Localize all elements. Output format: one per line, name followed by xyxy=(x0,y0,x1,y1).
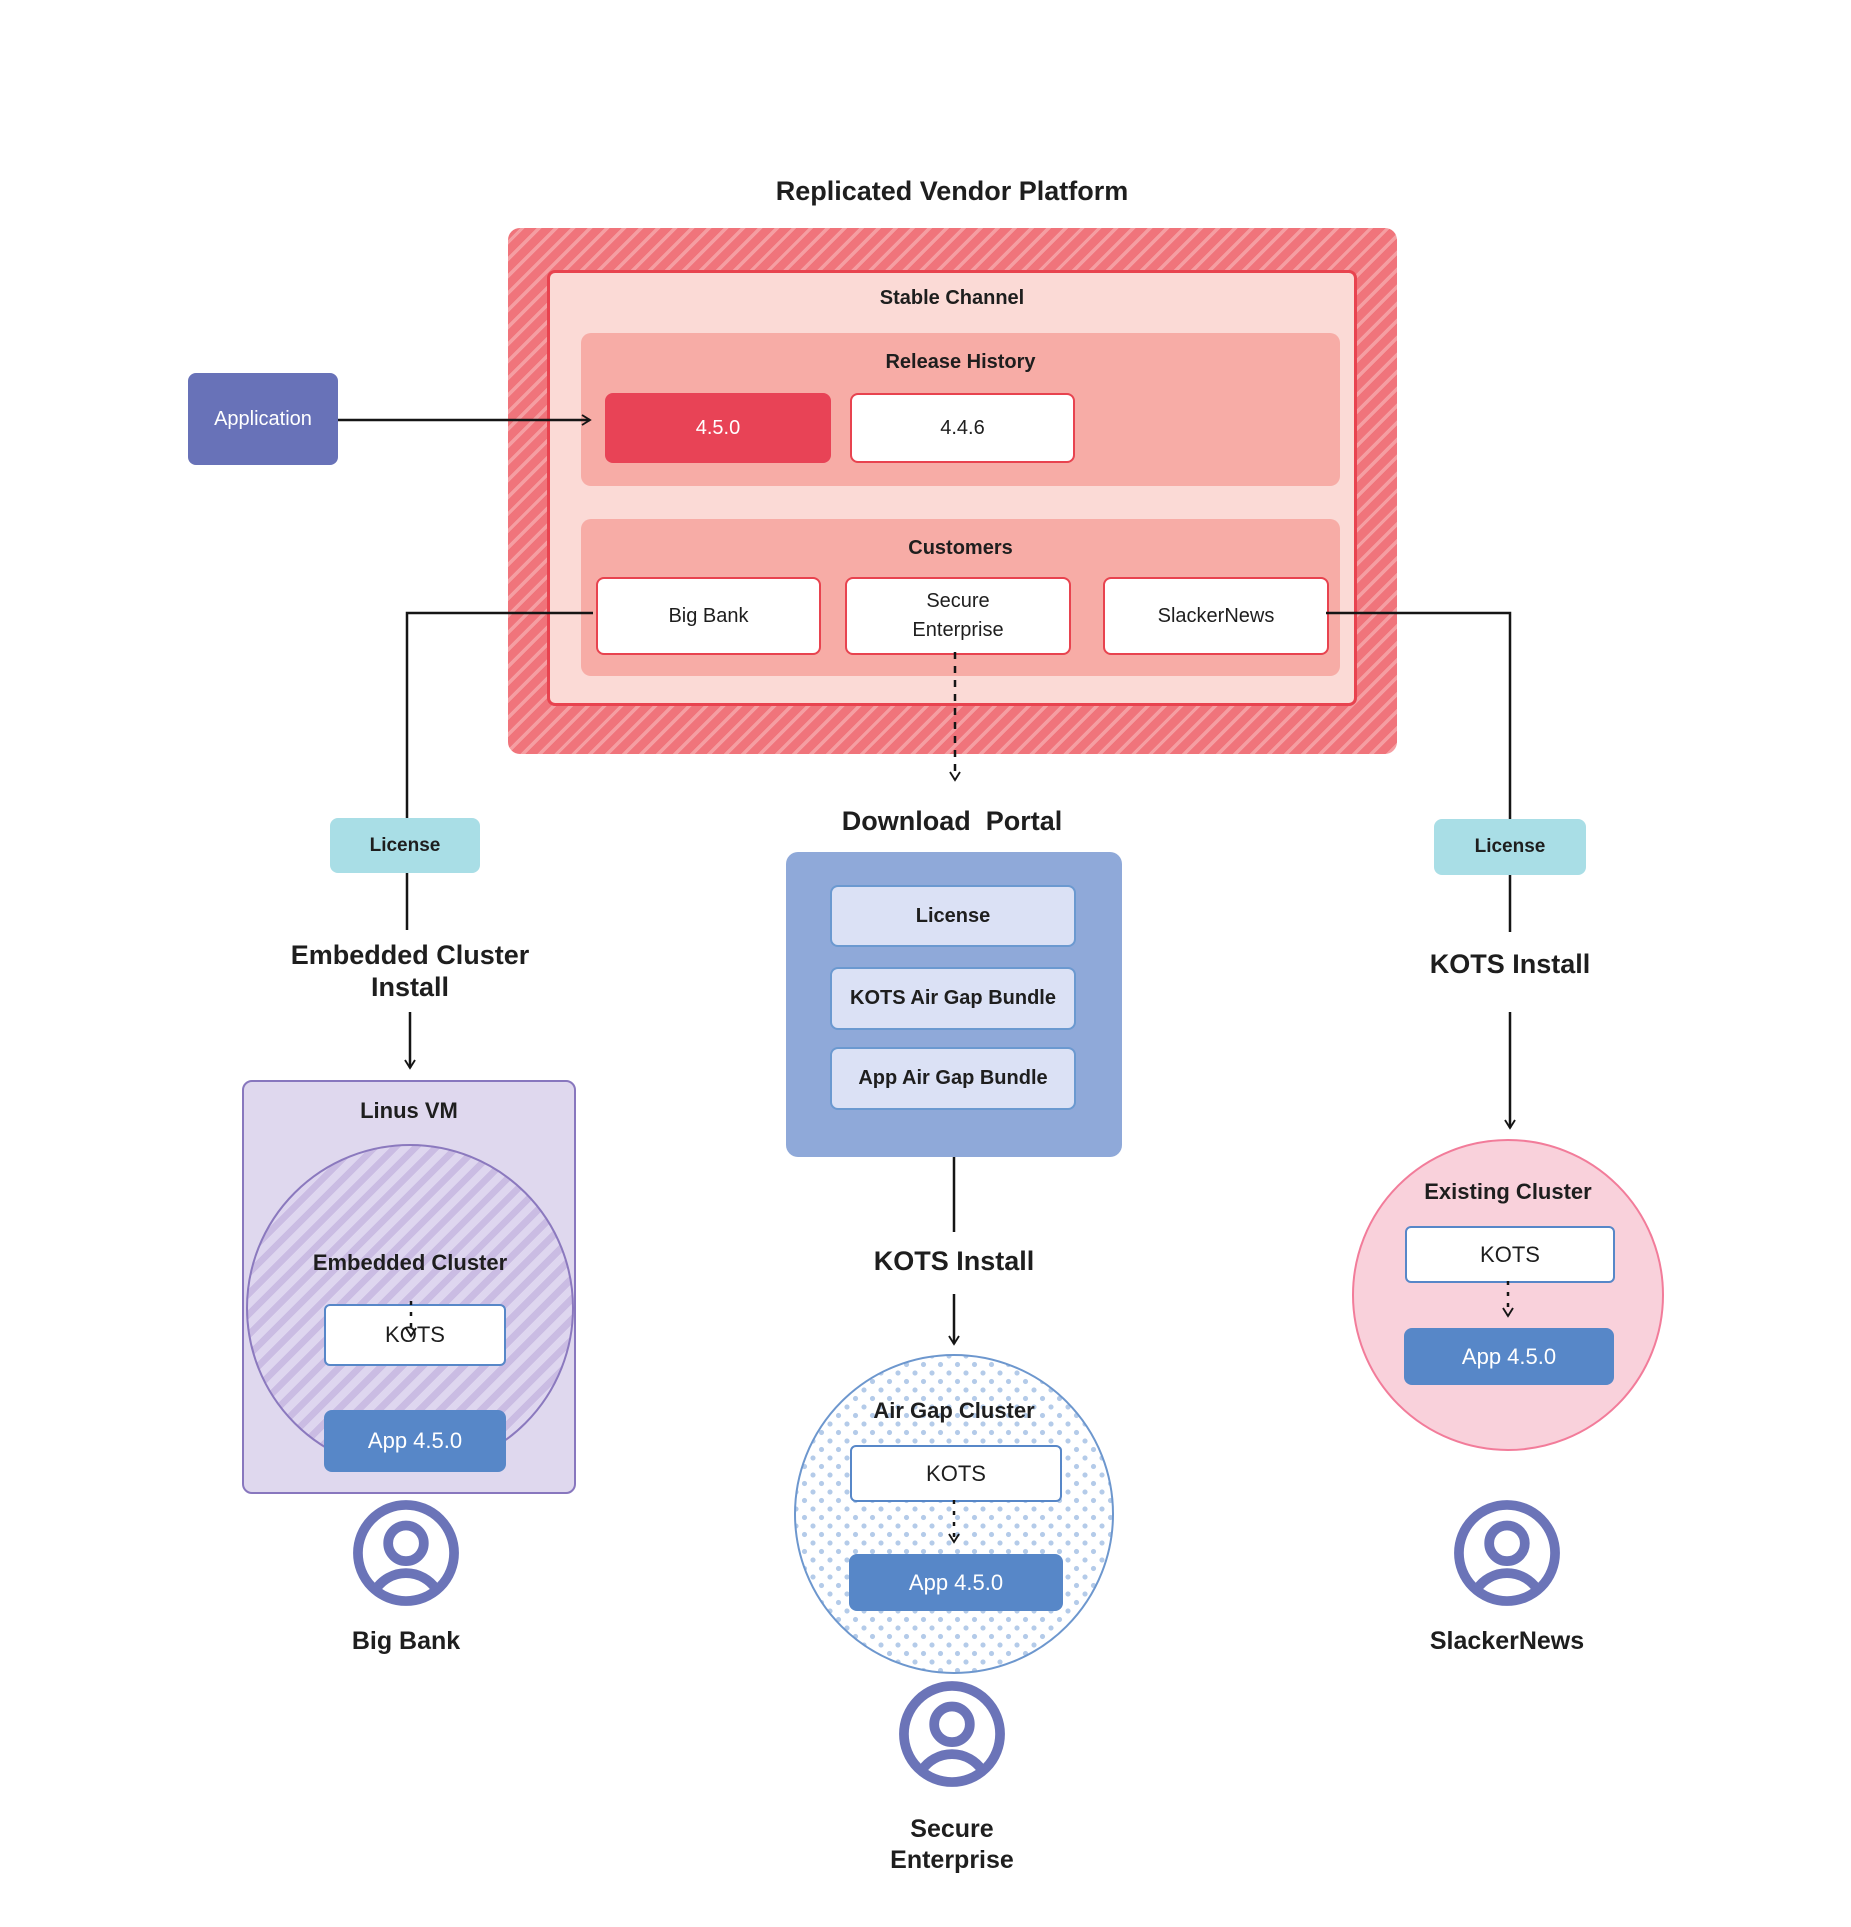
install-method-slackernews: KOTS Install xyxy=(1429,949,1591,979)
diagram-title: Replicated Vendor Platform xyxy=(775,176,1129,206)
kots-box-secure-enterprise: KOTS xyxy=(850,1445,1062,1502)
stable-channel-label: Stable Channel xyxy=(879,287,1025,309)
linus-vm-box: Linus VM Embedded Cluster KOTS App 4.5.0 xyxy=(242,1080,576,1494)
portal-item-kots-air-gap-bundle: KOTS Air Gap Bundle xyxy=(830,967,1076,1030)
air-gap-cluster-label: Air Gap Cluster xyxy=(873,1398,1035,1423)
linus-vm-label: Linus VM xyxy=(360,1098,458,1123)
user-icon xyxy=(353,1500,459,1606)
kots-box-slackernews: KOTS xyxy=(1405,1226,1615,1283)
app-box-slackernews: App 4.5.0 xyxy=(1404,1328,1614,1385)
persona-label-big-bank: Big Bank xyxy=(351,1627,461,1655)
customer-slackernews: SlackerNews xyxy=(1103,577,1329,655)
customers-box: Customers Big Bank Secure Enterprise Sla… xyxy=(581,519,1340,676)
download-portal-label: Download Portal xyxy=(841,806,1063,836)
customer-big-bank: Big Bank xyxy=(596,577,821,655)
release-history-label: Release History xyxy=(885,351,1036,373)
embedded-cluster-circle: Embedded Cluster KOTS App 4.5.0 xyxy=(246,1144,574,1472)
kots-box-big-bank: KOTS xyxy=(324,1304,506,1366)
user-icon-slackernews xyxy=(1453,1499,1561,1607)
release-4-4-6: 4.4.6 xyxy=(850,393,1075,463)
install-method-secure-enterprise: KOTS Install xyxy=(873,1246,1035,1276)
customers-label: Customers xyxy=(908,537,1013,559)
app-box-secure-enterprise: App 4.5.0 xyxy=(849,1554,1063,1611)
license-chip-slackernews: License xyxy=(1434,819,1586,875)
release-history-box: Release History 4.5.0 4.4.6 xyxy=(581,333,1340,486)
install-method-big-bank: Embedded Cluster Install xyxy=(290,940,530,1002)
license-chip-big-bank: License xyxy=(330,818,480,873)
customer-secure-enterprise: Secure Enterprise xyxy=(845,577,1071,655)
user-icon xyxy=(899,1681,1005,1787)
air-gap-cluster-circle: Air Gap Cluster KOTS App 4.5.0 xyxy=(794,1354,1114,1674)
persona-label-slackernews: SlackerNews xyxy=(1429,1627,1585,1655)
vendor-platform-box: Stable Channel Release History 4.5.0 4.4… xyxy=(508,228,1397,754)
user-icon-big-bank xyxy=(352,1499,460,1607)
download-portal-box: License KOTS Air Gap Bundle App Air Gap … xyxy=(786,852,1122,1157)
application-box: Application xyxy=(188,373,338,465)
stable-channel-box: Stable Channel Release History 4.5.0 4.4… xyxy=(547,270,1357,706)
user-icon-secure-enterprise xyxy=(898,1680,1006,1788)
persona-label-secure-enterprise: Secure Enterprise xyxy=(890,1815,1014,1875)
embedded-cluster-label: Embedded Cluster xyxy=(312,1250,508,1275)
existing-cluster-label: Existing Cluster xyxy=(1424,1179,1592,1204)
portal-item-app-air-gap-bundle: App Air Gap Bundle xyxy=(830,1047,1076,1110)
existing-cluster-circle: Existing Cluster KOTS App 4.5.0 xyxy=(1352,1139,1664,1451)
user-icon xyxy=(1454,1500,1560,1606)
portal-item-license: License xyxy=(830,885,1076,947)
release-4-5-0: 4.5.0 xyxy=(605,393,831,463)
app-box-big-bank: App 4.5.0 xyxy=(324,1410,506,1472)
